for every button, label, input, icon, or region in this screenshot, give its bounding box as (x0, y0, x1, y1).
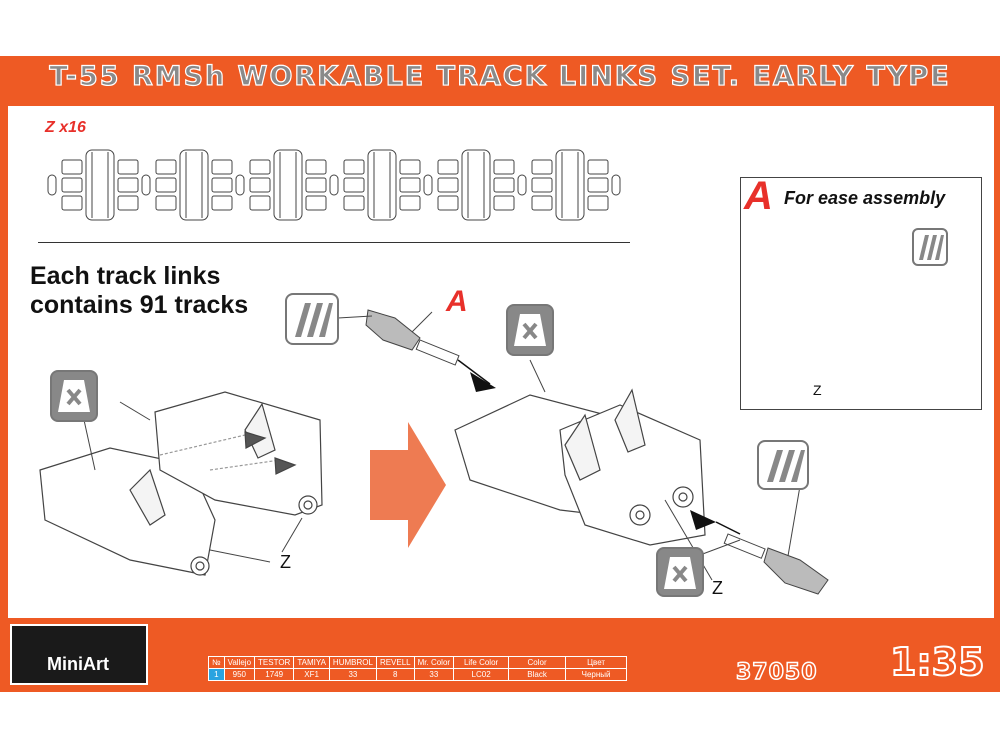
header-cell: TAMIYA (293, 656, 330, 669)
sprue-track-links (47, 149, 621, 221)
paint-cell: 8 (375, 668, 415, 681)
note-line-1: Each track links (30, 262, 221, 290)
no-glue-icon (506, 304, 554, 356)
header-cell: HUMBROL (328, 656, 377, 669)
header-cell: Vallejo (223, 656, 256, 669)
sprue-link-2 (141, 149, 233, 221)
section-divider (38, 242, 630, 243)
sprue-link-4 (329, 149, 421, 221)
liquid-cement-icon (912, 228, 948, 266)
header-cell: REVELL (375, 656, 415, 669)
page-title: T-55 RMSh WORKABLE TRACK LINKS SET. EARL… (49, 60, 951, 92)
header-cell: Цвет (565, 656, 628, 669)
scale-label: 1:35 (889, 639, 986, 685)
pin-a-top (365, 309, 460, 366)
sprue-link-1 (47, 149, 139, 221)
sprue-link-6 (517, 149, 621, 221)
paint-cell: 950 (223, 668, 256, 681)
note-line-2: contains 91 tracks (30, 291, 249, 319)
liquid-cement-icon (757, 440, 809, 490)
right-track-assembly (454, 388, 706, 546)
inset-title: For ease assembly (784, 188, 946, 208)
left-track-assembly (39, 391, 323, 576)
paint-index-cell: 1 (208, 668, 225, 681)
paint-cell: 1749 (254, 668, 295, 681)
part-z-callout-right: Z (712, 578, 723, 598)
header-cell: Color (508, 656, 567, 669)
header-cell: № (208, 656, 225, 669)
track-count-note: Each track links contains 91 tracks (30, 262, 248, 320)
part-z-callout-left: Z (280, 552, 291, 572)
paint-cell: 33 (413, 668, 455, 681)
table-row: 1 950 1749 XF1 33 8 33 LC02 Black Черный (208, 668, 628, 681)
paint-cell: XF1 (293, 668, 330, 681)
paint-cell: Black (508, 668, 567, 681)
part-a-callout: A (446, 285, 468, 318)
inset-part-letter: A (744, 174, 773, 218)
paint-table-header: № Vallejo TESTOR TAMIYA HUMBROL REVELL M… (208, 656, 628, 669)
sprue-link-5 (423, 149, 515, 221)
liquid-cement-icon (285, 293, 339, 345)
no-glue-icon (50, 370, 98, 422)
no-glue-icon (656, 547, 704, 597)
step-arrow (370, 422, 446, 548)
header-cell: TESTOR (254, 656, 295, 669)
sprue-label: Z x16 (45, 119, 86, 136)
assembly-inset (740, 177, 982, 410)
product-code: 37050 (735, 659, 818, 686)
paint-cell: LC02 (453, 668, 510, 681)
header-cell: Life Color (453, 656, 510, 669)
paint-cell: Черный (565, 668, 628, 681)
paint-table: № Vallejo TESTOR TAMIYA HUMBROL REVELL M… (208, 656, 628, 681)
pin-bottom (723, 533, 829, 595)
paint-cell: 33 (328, 668, 377, 681)
brand-name: MiniArt (47, 654, 109, 674)
brand-logo (10, 624, 148, 685)
sprue-link-3 (235, 149, 327, 221)
header-cell: Mr. Color (413, 656, 455, 669)
inset-part-z: Z (813, 382, 822, 398)
